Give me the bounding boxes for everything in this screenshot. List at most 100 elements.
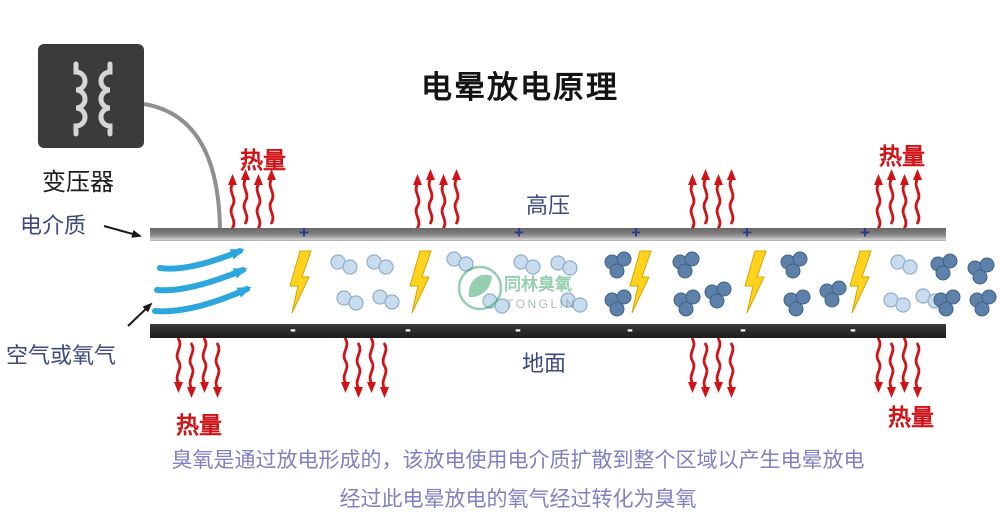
transformer-label: 变压器 (42, 169, 114, 196)
ozone-molecule-icon (783, 289, 811, 317)
heat-arrow-icon (381, 342, 388, 390)
ground-label: 地面 (522, 351, 567, 376)
ozone-molecule-icon (704, 281, 732, 309)
heat-arrow-icon (875, 337, 882, 385)
heat-arrows-group (688, 169, 736, 230)
heat-arrows-group (341, 337, 389, 398)
heat-arrows-group (688, 337, 736, 398)
transformer-box (38, 44, 144, 148)
ozone-molecule-icon (672, 251, 700, 279)
heat-arrow-icon (268, 177, 275, 225)
heat-arrow-icon (689, 182, 696, 230)
ozone-molecule-icon (967, 257, 995, 285)
high-voltage-label: 高压 (526, 193, 571, 218)
heat-arrow-icon (888, 177, 895, 225)
top-electrode-bar (150, 228, 946, 241)
heat-label-bottom-left: 热量 (176, 412, 222, 438)
air-oxygen-label: 空气或氧气 (6, 343, 117, 368)
oxygen-molecule-icon (330, 254, 358, 275)
transformer-coil-right (98, 61, 113, 137)
caption-line-2: 经过此电晕放电的氧气经过转化为臭氧 (339, 488, 697, 511)
heat-arrow-icon (875, 182, 882, 230)
lightning-bolt-icon (409, 250, 432, 314)
heat-label-top-left: 热量 (240, 147, 286, 173)
transformer-icon (38, 44, 144, 148)
caption: 臭氧是通过放电形成的，该放电使用电介质扩散到整个区域以产生电晕放电 经过此电晕放… (18, 444, 1000, 514)
caption-line-1: 臭氧是通过放电形成的，该放电使用电介质扩散到整个区域以产生电晕放电 (171, 449, 865, 472)
heat-arrow-icon (355, 342, 362, 390)
minus-symbol: - (627, 319, 633, 339)
airflow-arrow-icon (157, 248, 245, 272)
heat-arrow-icon (689, 337, 696, 385)
airflow-arrows (152, 248, 252, 315)
oxygen-molecule-icon (336, 290, 364, 311)
diagram-title: 电晕放电原理 (421, 70, 619, 105)
heat-arrow-icon (188, 342, 195, 390)
ozone-molecule-icon (604, 289, 632, 317)
lightning-bolt-icon (289, 250, 312, 314)
minus-symbol: - (740, 319, 746, 339)
oxygen-molecule-icon (513, 254, 541, 275)
watermark-name: 同林臭氧 (504, 274, 572, 294)
heat-arrows-group (413, 169, 461, 230)
transformer-coil-left (73, 61, 88, 137)
oxygen-molecule-icon (372, 289, 400, 310)
heat-arrow-icon (255, 182, 262, 230)
heat-arrow-icon (214, 342, 221, 390)
minus-symbol: - (515, 319, 521, 339)
lightning-bolt-icon (744, 250, 767, 314)
heat-arrow-icon (229, 182, 236, 230)
ozone-molecule-icon (673, 289, 701, 317)
heat-arrow-icon (342, 337, 349, 385)
oxygen-molecule-icon (446, 251, 474, 272)
heat-label-bottom-right: 热量 (888, 404, 934, 430)
oxygen-molecule-icon (550, 255, 578, 276)
oxygen-molecule-icon (560, 292, 588, 313)
plus-symbol: + (631, 223, 641, 242)
heat-arrows-group (228, 169, 276, 230)
minus-symbol: - (850, 319, 856, 339)
watermark-logo-icon (457, 265, 503, 311)
lightning-bolt-icon (629, 250, 652, 314)
plus-symbol: + (742, 223, 752, 242)
heat-arrow-icon (715, 182, 722, 230)
heat-arrow-icon (242, 177, 249, 225)
watermark-sub: TONGLIN (506, 297, 577, 311)
heat-arrow-icon (715, 337, 722, 385)
heat-arrow-icon (440, 182, 447, 230)
ozone-molecule-icon (604, 251, 632, 279)
heat-arrow-icon (427, 177, 434, 225)
dielectric-pointer-arrow (103, 225, 142, 238)
plus-symbol: + (299, 223, 309, 242)
lightning-bolt-icon (849, 250, 872, 314)
airflow-arrow-icon (152, 286, 252, 315)
heat-arrow-icon (702, 177, 709, 225)
ozone-molecule-icon (819, 280, 847, 308)
heat-label-top-right: 热量 (879, 143, 925, 169)
heat-arrow-icon (728, 177, 735, 225)
airflow-arrow-icon (154, 267, 248, 294)
heat-arrow-icon (453, 177, 460, 225)
plus-symbol: + (514, 223, 524, 242)
heat-arrow-icon (728, 342, 735, 390)
watermark: 同林臭氧 TONGLIN (457, 265, 577, 311)
ozone-molecule-icon (930, 253, 958, 281)
watermark-leaf-icon (468, 274, 492, 298)
heat-arrow-icon (901, 182, 908, 230)
discharge-zone (174, 169, 997, 398)
dielectric-label: 电介质 (20, 213, 87, 238)
minus-symbol: - (405, 319, 411, 339)
plus-symbol: + (860, 223, 870, 242)
heat-arrow-icon (368, 337, 375, 385)
heat-arrow-icon (914, 177, 921, 225)
heat-arrow-icon (702, 342, 709, 390)
bottom-electrode-bar (150, 324, 946, 338)
heat-arrow-icon (201, 337, 208, 385)
minus-symbol: - (290, 319, 296, 339)
heat-arrow-icon (175, 337, 182, 385)
wire (143, 102, 222, 231)
oxygen-molecule-icon (883, 292, 911, 313)
heat-arrow-icon (414, 182, 421, 230)
